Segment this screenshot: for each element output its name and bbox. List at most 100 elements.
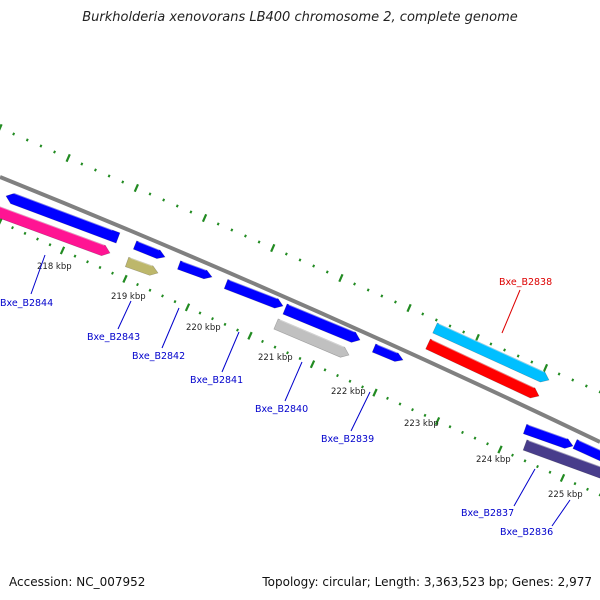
- inner-tick: [161, 294, 164, 298]
- outer-tick: [366, 288, 370, 292]
- inner-tick: [573, 482, 577, 486]
- outer-tick: [121, 180, 125, 184]
- gene-label-bxe-b2837[interactable]: Bxe_B2837: [461, 508, 514, 519]
- gene-arrow-bxe-b2840[interactable]: [282, 303, 361, 343]
- outer-tick: [133, 183, 139, 193]
- gene-arrow-bxe-b2837[interactable]: [522, 423, 574, 449]
- label-connector: [30, 254, 46, 295]
- inner-tick: [434, 416, 441, 426]
- outer-tick: [244, 234, 247, 238]
- chromosome-backbone: [0, 175, 600, 444]
- label-connector: [551, 499, 571, 527]
- gene-label-bxe-b2844[interactable]: Bxe_B2844: [0, 298, 53, 309]
- label-connector: [284, 361, 303, 402]
- inner-tick: [236, 328, 239, 332]
- outer-tick: [0, 123, 3, 131]
- outer-tick: [189, 210, 193, 214]
- outer-tick: [257, 240, 261, 244]
- inner-tick: [511, 453, 514, 457]
- inner-tick: [211, 317, 214, 321]
- outer-tick: [394, 300, 397, 304]
- outer-tick: [298, 258, 302, 262]
- inner-tick: [336, 373, 339, 378]
- gene-arrow-bxe-b2838[interactable]: [425, 338, 540, 399]
- label-connector: [161, 307, 180, 349]
- outer-tick: [503, 348, 506, 352]
- gene-arrow-bxe-b2836-top[interactable]: [572, 439, 600, 462]
- outer-tick: [542, 363, 549, 373]
- gene-label-bxe-b2838[interactable]: Bxe_B2838: [499, 277, 552, 288]
- outer-tick: [230, 228, 234, 232]
- outer-tick: [148, 192, 152, 196]
- inner-tick: [148, 288, 152, 292]
- outer-tick: [516, 354, 520, 358]
- label-connector: [221, 331, 240, 373]
- inner-tick: [473, 436, 477, 440]
- outer-tick: [270, 243, 276, 253]
- gene-arrow-bxe-b2841[interactable]: [223, 278, 284, 309]
- outer-tick: [94, 168, 97, 172]
- inner-tick: [136, 282, 139, 287]
- inner-tick: [486, 442, 489, 446]
- inner-tick: [461, 430, 464, 435]
- inner-tick: [273, 345, 277, 349]
- outer-tick: [406, 303, 412, 313]
- gene-label-bxe-b2843[interactable]: Bxe_B2843: [87, 332, 140, 343]
- inner-tick: [98, 265, 102, 270]
- outer-tick: [80, 162, 84, 166]
- gene-label-bxe-b2836[interactable]: Bxe_B2836: [500, 527, 553, 538]
- outer-tick: [380, 294, 384, 298]
- outer-tick: [216, 222, 220, 226]
- feature-arrow-cyan[interactable]: [432, 322, 550, 383]
- label-connector: [117, 300, 132, 330]
- outer-tick: [65, 153, 71, 163]
- inner-tick: [411, 408, 414, 412]
- outer-tick: [201, 213, 208, 223]
- feature-arrow-silver[interactable]: [273, 318, 350, 358]
- inner-tick: [348, 379, 352, 383]
- feature-arrow-khaki[interactable]: [124, 256, 159, 276]
- inner-tick: [548, 470, 552, 474]
- gene-arrow-bxe-b2843[interactable]: [132, 240, 166, 259]
- gene-arrow-bxe-b2844[interactable]: [5, 190, 121, 244]
- inner-tick: [261, 339, 264, 344]
- outer-tick: [162, 198, 166, 202]
- inner-tick: [523, 459, 527, 463]
- feature-track: [0, 190, 600, 479]
- gene-label-bxe-b2841[interactable]: Bxe_B2841: [190, 375, 243, 386]
- kbp-label: 220 kbp: [186, 323, 221, 333]
- outer-tick: [448, 324, 452, 328]
- map-title: Burkholderia xenovorans LB400 chromosome…: [82, 10, 518, 25]
- outer-tick: [53, 150, 56, 154]
- kbp-label: 218 kbp: [37, 262, 72, 272]
- feature-arrow-navy[interactable]: [522, 439, 600, 479]
- gene-arrow-bxe-b2842[interactable]: [177, 260, 213, 280]
- gene-label-bxe-b2840[interactable]: Bxe_B2840: [255, 404, 308, 415]
- inner-tick: [398, 402, 402, 406]
- kbp-label: 223 kbp: [404, 419, 439, 429]
- inner-tick: [372, 388, 378, 397]
- gene-labels: Bxe_B2844Bxe_B2843Bxe_B2842Bxe_B2841Bxe_…: [0, 277, 553, 538]
- gene-label-bxe-b2839[interactable]: Bxe_B2839: [321, 434, 374, 445]
- inner-tick: [59, 246, 66, 255]
- outer-tick: [434, 318, 438, 322]
- gene-arrow-bxe-b2839[interactable]: [371, 343, 404, 362]
- outer-tick: [325, 270, 329, 274]
- inner-tick: [48, 243, 52, 247]
- outer-tick: [353, 282, 356, 286]
- outer-tick: [557, 372, 561, 376]
- outer-tick: [489, 342, 493, 346]
- outer-tick: [338, 273, 344, 283]
- inner-tick: [184, 303, 191, 312]
- inner-tick: [111, 271, 114, 275]
- outer-tick: [312, 264, 316, 268]
- outer-tick: [175, 204, 179, 208]
- outer-tick: [571, 378, 575, 382]
- gene-label-bxe-b2842[interactable]: Bxe_B2842: [132, 351, 185, 362]
- feature-arrow-pink[interactable]: [0, 205, 111, 257]
- outer-tick: [584, 384, 588, 388]
- inner-tick: [247, 331, 253, 340]
- outer-tick-ring: [0, 123, 600, 394]
